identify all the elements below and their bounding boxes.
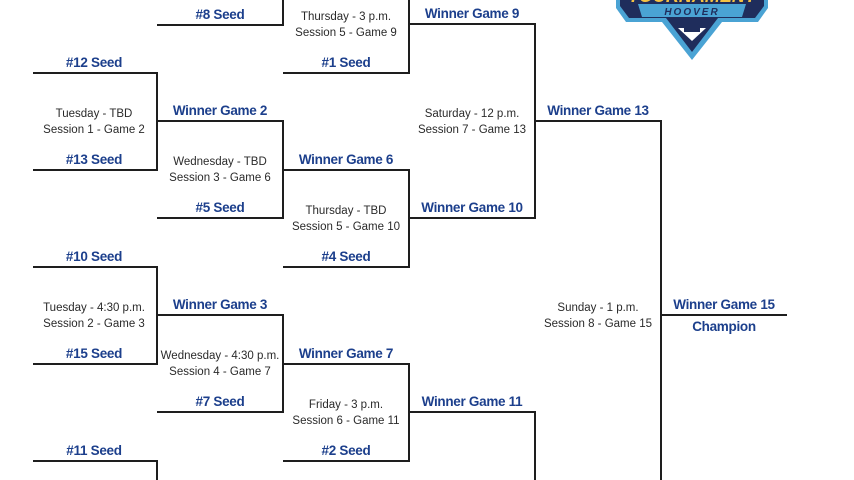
game-11-info: Friday - 3 p.m. Session 6 - Game 11 <box>281 397 411 429</box>
bracket-line <box>157 120 284 122</box>
seed-5-label: #5 Seed <box>195 200 245 215</box>
svg-text:TOURNAMENT: TOURNAMENT <box>628 0 758 6</box>
seed-8-label: #8 Seed <box>195 7 245 22</box>
seed-4-label: #4 Seed <box>321 249 371 264</box>
bracket-line <box>283 72 410 74</box>
bracket-line <box>33 169 158 171</box>
winner-game-3-label: Winner Game 3 <box>172 297 268 312</box>
seed-1-label: #1 Seed <box>321 55 371 70</box>
game-time: Wednesday - TBD <box>173 156 267 168</box>
bracket-line <box>408 363 410 462</box>
bracket-line <box>157 217 284 219</box>
seed-12-label: #12 Seed <box>65 55 123 70</box>
seed-15-label: #15 Seed <box>65 346 123 361</box>
bracket-line <box>408 169 410 268</box>
tournament-logo: TOURNAMENT HOOVER <box>616 0 768 60</box>
game-6-info: Wednesday - TBD Session 3 - Game 6 <box>155 154 285 186</box>
bracket-line <box>535 120 662 122</box>
bracket-line <box>33 72 158 74</box>
game-session: Session 6 - Game 11 <box>292 415 400 427</box>
game-time: Saturday - 12 p.m. <box>424 108 520 120</box>
bracket-line <box>661 314 787 316</box>
bracket-line <box>157 24 284 26</box>
winner-game-15-label: Winner Game 15 <box>673 297 775 312</box>
seed-13-label: #13 Seed <box>65 152 123 167</box>
game-13-info: Saturday - 12 p.m. Session 7 - Game 13 <box>407 106 537 138</box>
bracket-line <box>408 0 410 74</box>
bracket-line <box>157 314 284 316</box>
winner-game-7-label: Winner Game 7 <box>298 346 394 361</box>
game-15-info: Sunday - 1 p.m. Session 8 - Game 15 <box>533 300 663 332</box>
bracket-line <box>33 266 158 268</box>
winner-game-2-label: Winner Game 2 <box>172 103 268 118</box>
winner-game-6-label: Winner Game 6 <box>298 152 394 167</box>
bracket-line <box>157 411 284 413</box>
bracket-line <box>283 460 410 462</box>
game-session: Session 1 - Game 2 <box>43 124 145 136</box>
bracket-line <box>409 411 536 413</box>
game-time: Tuesday - 4:30 p.m. <box>43 302 145 314</box>
game-session: Session 7 - Game 13 <box>417 124 527 136</box>
game-time: Wednesday - 4:30 p.m. <box>160 350 280 362</box>
seed-10-label: #10 Seed <box>65 249 123 264</box>
bracket-line <box>409 23 536 25</box>
game-9-info: Thursday - 3 p.m. Session 5 - Game 9 <box>281 9 411 41</box>
champion-label: Champion <box>692 319 756 334</box>
game-session: Session 5 - Game 10 <box>291 221 401 233</box>
winner-game-10-label: Winner Game 10 <box>421 200 523 215</box>
seed-7-label: #7 Seed <box>195 394 245 409</box>
bracket-line <box>283 169 410 171</box>
bracket-line <box>409 217 536 219</box>
game-session: Session 3 - Game 6 <box>169 172 271 184</box>
game-3-info: Tuesday - 4:30 p.m. Session 2 - Game 3 <box>29 300 159 332</box>
bracket-line <box>282 314 284 413</box>
game-time: Sunday - 1 p.m. <box>557 302 639 314</box>
bracket-line <box>33 363 158 365</box>
game-time: Thursday - TBD <box>305 205 387 217</box>
bracket-line <box>534 411 536 480</box>
game-7-info: Wednesday - 4:30 p.m. Session 4 - Game 7 <box>155 348 285 380</box>
svg-text:HOOVER: HOOVER <box>664 7 719 18</box>
winner-game-11-label: Winner Game 11 <box>421 394 523 409</box>
bracket-line <box>660 120 662 480</box>
bracket-line <box>283 266 410 268</box>
game-session: Session 4 - Game 7 <box>169 366 271 378</box>
bracket-line <box>33 460 158 462</box>
seed-2-label: #2 Seed <box>321 443 371 458</box>
winner-game-9-label: Winner Game 9 <box>424 6 520 21</box>
bracket-line <box>282 0 284 26</box>
winner-game-13-label: Winner Game 13 <box>547 103 649 118</box>
bracket-line <box>283 363 410 365</box>
game-session: Session 5 - Game 9 <box>295 27 397 39</box>
bracket-line <box>156 460 158 480</box>
game-time: Friday - 3 p.m. <box>308 399 384 411</box>
game-2-info: Tuesday - TBD Session 1 - Game 2 <box>29 106 159 138</box>
bracket-line <box>282 120 284 219</box>
bracket-line <box>156 266 158 365</box>
game-session: Session 2 - Game 3 <box>43 318 145 330</box>
bracket-line <box>534 23 536 219</box>
game-10-info: Thursday - TBD Session 5 - Game 10 <box>281 203 411 235</box>
game-time: Tuesday - TBD <box>55 108 133 120</box>
bracket-line <box>156 72 158 171</box>
seed-11-label: #11 Seed <box>66 443 122 458</box>
game-session: Session 8 - Game 15 <box>543 318 653 330</box>
game-time: Thursday - 3 p.m. <box>300 11 392 23</box>
